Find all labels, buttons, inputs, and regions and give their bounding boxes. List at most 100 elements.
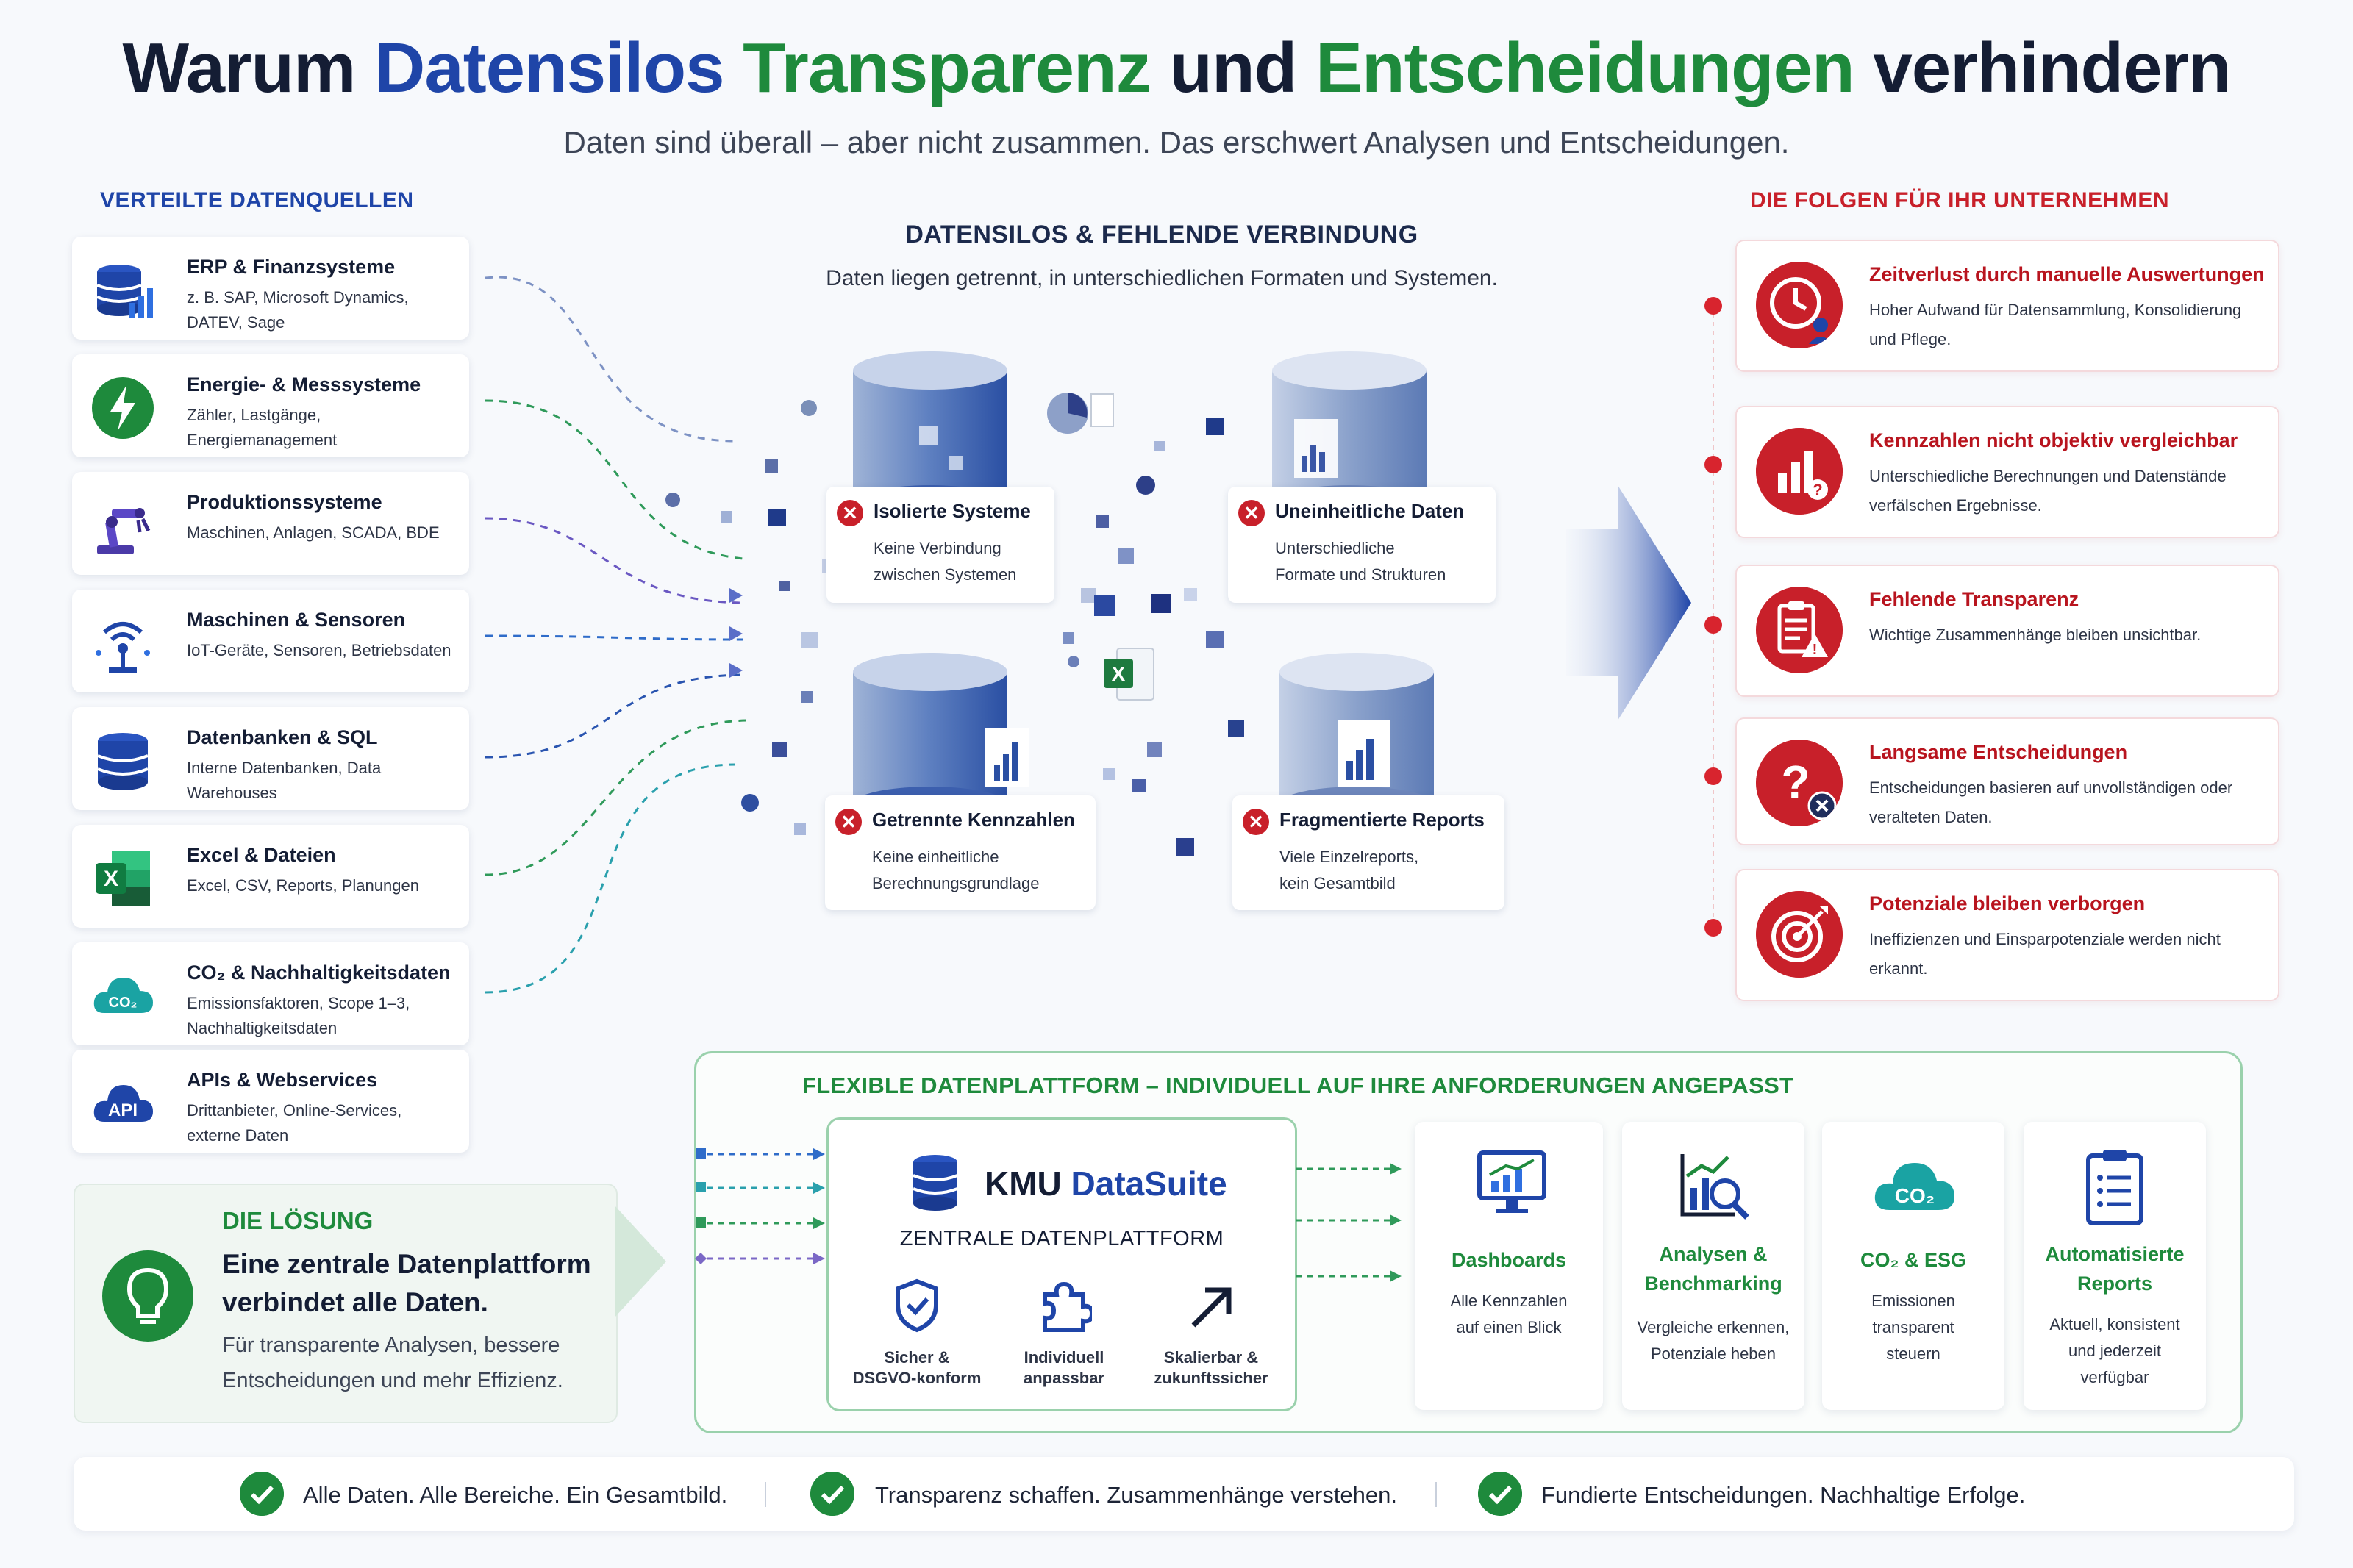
- source-desc: Zähler, Lastgänge, Energiemanagement: [187, 406, 338, 449]
- svg-text:CO₂: CO₂: [109, 995, 138, 1011]
- platform-input-arrows: [695, 1148, 825, 1264]
- platform-subtitle: ZENTRALE DATENPLATTFORM: [899, 1227, 1224, 1250]
- benefit-text: Fundierte Entscheidungen. Nachhaltige Er…: [1541, 1482, 2026, 1508]
- source-card-databases: Datenbanken & SQL Interne Datenbanken, D…: [72, 707, 469, 810]
- co2-cloud-icon: CO₂: [93, 978, 153, 1013]
- source-title: Maschinen & Sensoren: [187, 609, 406, 631]
- silo-label-separated-kpis: ✕ Getrennte Kennzahlen Keine einheitlich…: [825, 795, 1096, 910]
- consequence-timeline: [1713, 304, 1714, 926]
- source-card-sensors: Maschinen & Sensoren IoT-Geräte, Sensore…: [72, 590, 469, 692]
- benefit-text: Alle Daten. Alle Bereiche. Ein Gesamtbil…: [303, 1482, 728, 1508]
- source-title: APIs & Webservices: [187, 1069, 378, 1091]
- timeline-dot: [1704, 456, 1722, 473]
- bottom-benefits-bar: Alle Daten. Alle Bereiche. Ein Gesamtbil…: [74, 1457, 2294, 1531]
- silo-cylinder-1: [853, 351, 1007, 520]
- check-circle-icon: [1478, 1472, 1522, 1516]
- database-icon: [913, 1155, 958, 1211]
- platform-heading: FLEXIBLE DATENPLATTFORM – INDIVIDUELL AU…: [802, 1073, 1794, 1098]
- page-title: Warum Datensilos Transparenz und Entsche…: [122, 29, 2232, 107]
- source-card-erp: ERP & Finanzsysteme z. B. SAP, Microsoft…: [72, 237, 469, 340]
- api-cloud-icon: API: [93, 1085, 153, 1122]
- consequence-card-hidden-potential: Potenziale bleiben verborgen Ineffizienz…: [1735, 869, 2279, 1001]
- source-card-production: Produktionssysteme Maschinen, Anlagen, S…: [72, 472, 469, 575]
- source-desc: Maschinen, Anlagen, SCADA, BDE: [187, 523, 440, 542]
- check-circle-icon: [240, 1472, 284, 1516]
- error-x-icon: ✕: [835, 809, 862, 835]
- lightning-icon: [92, 377, 154, 439]
- arrow-up-right-icon: [1191, 1287, 1232, 1328]
- database-chart-icon: [96, 265, 153, 318]
- chart-question-icon: ?: [1756, 428, 1843, 515]
- source-desc: Excel, CSV, Reports, Planungen: [187, 876, 419, 895]
- silo-label-fragmented-reports: ✕ Fragmentierte Reports Viele Einzelrepo…: [1232, 795, 1504, 910]
- clipboard-warning-icon: !: [1756, 587, 1843, 673]
- pie-chart-icon: [1047, 393, 1114, 434]
- source-title: CO₂ & Nachhaltigkeitsdaten: [187, 962, 451, 984]
- consequences-heading: DIE FOLGEN FÜR IHR UNTERNEHMEN: [1750, 188, 2169, 212]
- source-card-excel: X Excel & Dateien Excel, CSV, Reports, P…: [72, 825, 469, 928]
- brand-name: KMU DataSuite: [985, 1164, 1227, 1203]
- platform-core-card: KMU DataSuite ZENTRALE DATENPLATTFORM Si…: [826, 1117, 1297, 1411]
- consequence-card-transparency: ! Fehlende Transparenz Wichtige Zusammen…: [1735, 565, 2279, 697]
- solution-label: DIE LÖSUNG: [222, 1207, 374, 1234]
- timeline-dot: [1704, 297, 1722, 315]
- source-card-energy: Energie- & Messsysteme Zähler, Lastgänge…: [72, 354, 469, 457]
- source-desc: z. B. SAP, Microsoft Dynamics, DATEV, Sa…: [187, 288, 409, 332]
- timeline-dot: [1704, 767, 1722, 785]
- error-x-icon: ✕: [1243, 809, 1269, 835]
- clock-user-icon: [1756, 262, 1843, 348]
- lightbulb-icon: [102, 1250, 193, 1342]
- co2-cloud-icon: CO₂: [1874, 1163, 1954, 1210]
- solution-arrow: [615, 1206, 666, 1317]
- svg-text:CO₂: CO₂: [1895, 1184, 1935, 1207]
- silo-cylinder-2: [1272, 351, 1427, 520]
- svg-text:X: X: [104, 867, 118, 891]
- sources-heading: VERTEILTE DATENQUELLEN: [100, 188, 414, 212]
- shield-check-icon: [896, 1278, 938, 1333]
- question-x-icon: ?: [1756, 740, 1843, 826]
- divider: [1435, 1482, 1437, 1507]
- clipboard-list-icon: [2086, 1150, 2143, 1225]
- source-desc: Interne Datenbanken, Data Warehouses: [187, 759, 382, 802]
- source-title: ERP & Finanzsysteme: [187, 256, 396, 278]
- timeline-dot: [1704, 919, 1722, 937]
- source-title: Datenbanken & SQL: [187, 726, 378, 748]
- chart-magnifier-icon: [1680, 1154, 1749, 1220]
- timeline-dot: [1704, 616, 1722, 634]
- source-desc: Drittanbieter, Online-Services, externe …: [187, 1101, 402, 1145]
- svg-text:X: X: [1112, 662, 1126, 685]
- target-icon: [1756, 891, 1843, 978]
- feature-card-analytics: Analysen &Benchmarking Vergleiche erkenn…: [1622, 1122, 1804, 1410]
- divider: [765, 1482, 766, 1507]
- svg-text:?: ?: [1813, 481, 1822, 499]
- big-arrow-icon: [1566, 485, 1691, 720]
- error-x-icon: ✕: [837, 500, 863, 526]
- source-desc: Emissionsfaktoren, Scope 1–3, Nachhaltig…: [187, 994, 410, 1037]
- page-subtitle: Daten sind überall – aber nicht zusammen…: [563, 125, 1790, 160]
- platform-output-arrows: [1296, 1163, 1402, 1282]
- svg-text:?: ?: [1781, 756, 1810, 809]
- wifi-sensor-icon: [96, 622, 150, 673]
- badge-secure: Sicher &DSGVO-konform: [843, 1278, 990, 1403]
- svg-text:API: API: [108, 1100, 138, 1120]
- error-x-icon: ✕: [1238, 500, 1265, 526]
- silos-subheading: Daten liegen getrennt, in unterschiedlic…: [826, 266, 1498, 290]
- source-desc: IoT-Geräte, Sensoren, Betriebsdaten: [187, 641, 451, 659]
- source-card-api: API APIs & Webservices Drittanbieter, On…: [72, 1050, 469, 1153]
- source-card-co2: CO₂ CO₂ & Nachhaltigkeitsdaten Emissions…: [72, 942, 469, 1045]
- silos-heading: DATENSILOS & FEHLENDE VERBINDUNG: [905, 221, 1418, 248]
- excel-icon: X: [96, 851, 150, 906]
- badge-scalable: Skalierbar &zukunftssicher: [1138, 1278, 1285, 1403]
- monitor-chart-icon: [1477, 1150, 1546, 1213]
- excel-icon: X: [1104, 648, 1154, 701]
- source-title: Energie- & Messsysteme: [187, 373, 421, 395]
